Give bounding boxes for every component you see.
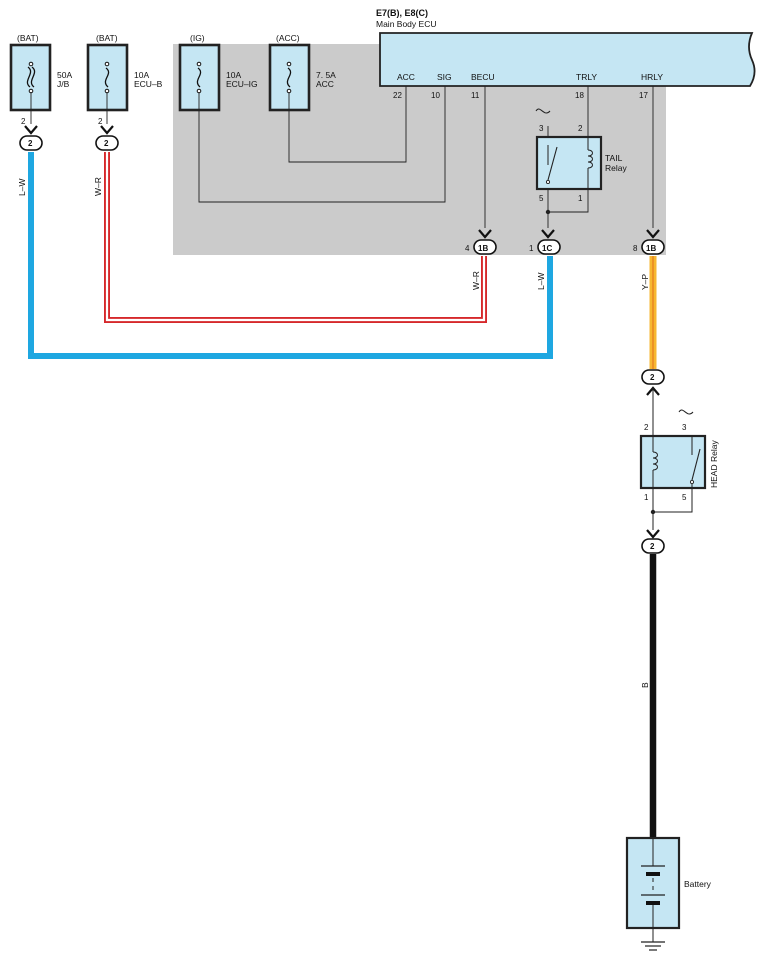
battery [625,836,681,942]
head-relay-pin2: 2 [644,423,649,432]
fuse-jb-pin: 2 [21,117,26,126]
tail-relay-name2: Relay [605,163,627,173]
terminal-acc-pin: 22 [393,91,402,100]
fuse-ecuig-rating: 10A [226,70,241,80]
terminal-sig-label: SIG [437,72,452,82]
connector-ecub-out [95,125,119,151]
fuse-ecub-source: (BAT) [96,33,118,43]
wire-wr [104,152,487,323]
wire-label-lw-left: L–W [17,179,27,196]
tail-relay [535,108,603,215]
terminal-acc-label: ACC [397,72,415,82]
head-relay-tilde-icon [678,409,694,415]
connector-ecub-out-id: 2 [104,139,109,148]
ground-icon [641,941,665,951]
terminal-trly-label: TRLY [576,72,597,82]
connector-becu-pin: 4 [465,244,470,253]
wire-label-yp: Y–P [640,274,650,290]
tail-relay-pin5: 5 [539,194,544,203]
head-relay-name: HEAD Relay [709,440,719,488]
connector-head-in [641,369,665,436]
wire-label-wr-left: W–R [93,177,103,196]
connector-becu [473,229,497,255]
terminal-becu-pin: 11 [471,91,480,100]
fuse-jb-name: J/B [57,79,70,89]
ecu-subtitle: Main Body ECU [376,19,436,29]
head-relay-coil-icon [652,451,658,471]
fuse-jb-box [9,43,52,112]
wire-lw [28,152,553,359]
fuse-acc-source: (ACC) [276,33,300,43]
tail-relay-name: TAIL [605,153,623,163]
connector-hrly-id: 1B [646,244,656,253]
fuse-ecub-pin: 2 [98,117,103,126]
tail-relay-pin2: 2 [578,124,583,133]
fuse-jb-source: (BAT) [17,33,39,43]
fuse-ecuig-source: (IG) [190,33,205,43]
tail-relay-coil-icon [587,149,593,169]
connector-jb-out-id: 2 [28,139,33,148]
terminal-sig-pin: 10 [431,91,440,100]
connector-head-out [641,529,665,554]
head-relay [639,409,707,530]
connector-trly [537,229,561,255]
connector-head-out-id: 2 [650,542,655,551]
connector-becu-id: 1B [478,244,488,253]
head-relay-box [639,434,707,490]
fuse-ecub-name: ECU–B [134,79,163,89]
fuse-acc-name: ACC [316,79,334,89]
connector-head-in-id: 2 [650,373,655,382]
tail-relay-pin1: 1 [578,194,583,203]
main-body-ecu-box [379,32,756,87]
fuse-ecuig-name: ECU–IG [226,79,258,89]
battery-label: Battery [684,879,712,889]
connector-hrly-pin: 8 [633,244,638,253]
connector-trly-id: 1C [542,244,552,253]
terminal-becu-label: BECU [471,72,495,82]
fuse-ecub-rating: 10A [134,70,149,80]
terminal-hrly-label: HRLY [641,72,663,82]
wire-label-lw-right: L–W [536,273,546,290]
wire-label-b: B [640,682,650,688]
connector-trly-pin: 1 [529,244,534,253]
tail-relay-tilde-icon [535,108,551,114]
terminal-trly-pin: 18 [575,91,584,100]
head-relay-pin5: 5 [682,493,687,502]
head-relay-pin3: 3 [682,423,687,432]
ecu-title: E7(B), E8(C) [376,8,428,18]
connector-hrly [641,229,665,255]
connector-jb-out [19,125,43,151]
fuse-acc-rating: 7. 5A [316,70,336,80]
terminal-hrly-pin: 17 [639,91,648,100]
tail-relay-pin3: 3 [539,124,544,133]
fuse-jb-rating: 50A [57,70,72,80]
head-relay-pin1: 1 [644,493,649,502]
wire-label-wr-right: W–R [471,271,481,290]
fuse-acc-icon [286,61,292,94]
fuse-ecub-icon [104,61,110,94]
